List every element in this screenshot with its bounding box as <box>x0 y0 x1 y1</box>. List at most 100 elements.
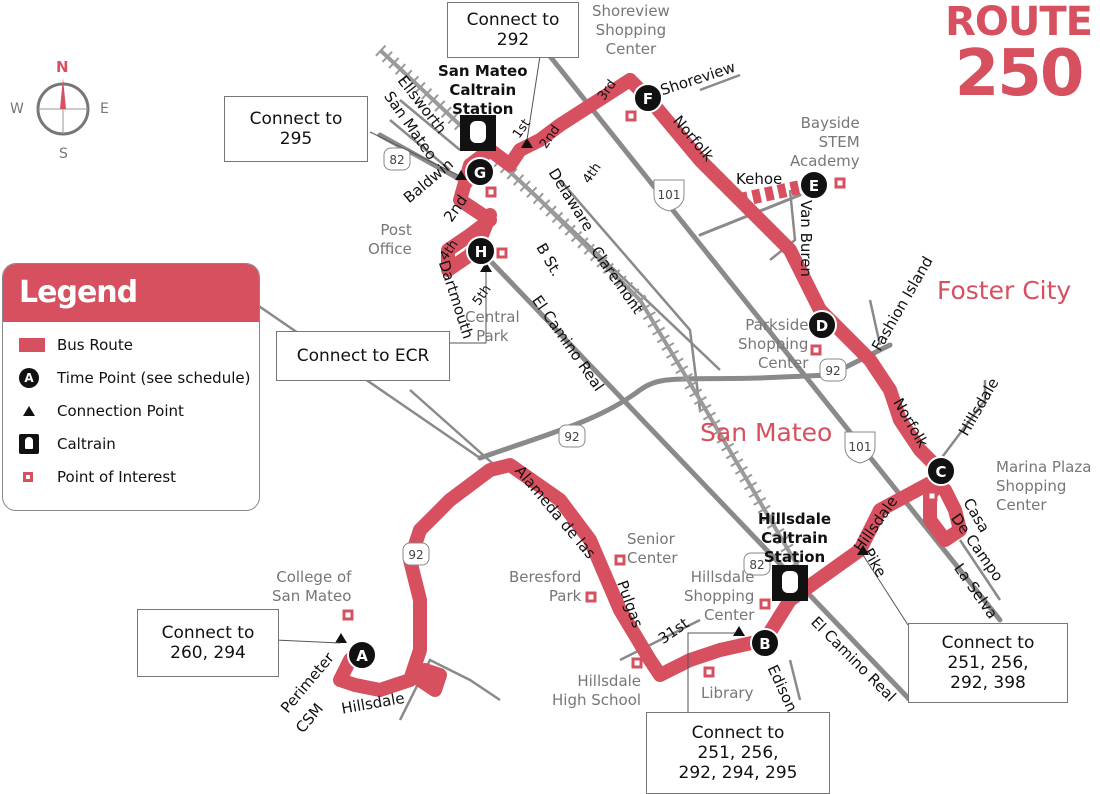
connection-points <box>335 138 869 643</box>
connect-routes: 260, 294 <box>170 643 246 663</box>
time-point-d: D <box>807 310 837 340</box>
poi-line: Post <box>380 221 412 239</box>
poi-line: Shoreview <box>592 2 670 20</box>
compass-east: E <box>100 101 109 117</box>
connection-point-icon <box>857 545 869 555</box>
poi-icon <box>485 186 497 198</box>
caltrain-icon <box>460 115 496 151</box>
poi-library: Library <box>701 684 753 703</box>
poi-icon <box>926 490 938 502</box>
time-point-g: G <box>465 157 495 187</box>
minor-roads <box>249 73 1002 721</box>
compass-south: S <box>59 146 68 162</box>
svg-text:G: G <box>474 164 486 182</box>
svg-text:101: 101 <box>849 440 872 454</box>
poi-line: Central <box>465 308 520 326</box>
legend-label: Bus Route <box>57 335 133 354</box>
poi-line: Shopping <box>595 21 667 39</box>
svg-text:B: B <box>759 635 770 653</box>
poi-icon <box>834 177 846 189</box>
legend-label: Caltrain <box>57 434 116 453</box>
time-point-icon: A <box>19 367 39 388</box>
highway-92-shield: 92 <box>558 424 586 448</box>
caltrain-icon <box>19 433 39 454</box>
poi-line: Library <box>701 684 754 702</box>
poi-line: STEM <box>818 133 860 151</box>
poi-line: Park <box>548 587 582 605</box>
highway-101-shield: 101 <box>844 431 876 464</box>
highway-82-north <box>377 132 473 188</box>
street-kehoe: Kehoe <box>736 170 783 188</box>
highway-82-shield: 82 <box>383 147 411 171</box>
poi-line: Hillsdale <box>577 672 642 690</box>
highway-92 <box>477 372 833 461</box>
station-line: Hillsdale <box>758 510 832 528</box>
highway-101 <box>542 47 1003 623</box>
poi-line: Office <box>368 240 412 258</box>
svg-text:82: 82 <box>389 153 404 167</box>
bus-route-swatch <box>19 337 45 352</box>
connect-routes: 292 <box>496 30 530 50</box>
legend-label: Point of Interest <box>57 467 177 486</box>
highway-101-shield: 101 <box>653 179 685 212</box>
connection-point-icon <box>521 138 533 148</box>
legend-heading: Legend <box>3 264 259 322</box>
time-point-f: F <box>633 83 663 113</box>
svg-text:D: D <box>816 317 828 335</box>
city-san-mateo: San Mateo <box>700 418 833 447</box>
legend-item-connection: Connection Point <box>3 394 259 427</box>
time-point-h: H <box>466 236 496 266</box>
poi-line: Shopping <box>996 477 1067 495</box>
poi-icon <box>342 609 354 621</box>
time-point-a: A <box>347 640 377 670</box>
points-of-interest <box>342 110 938 678</box>
poi-line: San Mateo <box>272 587 352 605</box>
legend-item-caltrain: Caltrain <box>3 427 259 460</box>
legend-label: Time Point (see schedule) <box>57 368 251 387</box>
connect-label: Connect to <box>249 109 343 129</box>
time-point-b: B <box>750 628 780 658</box>
poi-icon <box>625 110 637 122</box>
legend-item-time-point: A Time Point (see schedule) <box>3 361 259 394</box>
connect-routes: 292, 294, 295 <box>678 763 798 783</box>
svg-text:A: A <box>356 647 368 665</box>
poi-line: Shopping <box>684 587 755 605</box>
poi-line: Hillsdale <box>690 568 755 586</box>
poi-icon <box>759 598 771 610</box>
poi-line: Center <box>627 549 678 567</box>
compass-north: N <box>56 58 69 76</box>
connection-point-icon <box>455 170 467 180</box>
city-foster-city: Foster City <box>937 276 1072 305</box>
connect-label: Connect to <box>161 623 255 643</box>
svg-text:92: 92 <box>825 364 840 378</box>
el-camino-real <box>477 247 913 703</box>
poi-line: Bayside <box>800 114 860 132</box>
poi-line: Beresford <box>509 568 582 586</box>
poi-line: Academy <box>790 152 860 170</box>
connection-point-icon <box>335 633 347 643</box>
connect-label: Connect to <box>941 633 1035 653</box>
connect-routes: 251, 256, <box>947 653 1029 673</box>
legend-label: Connection Point <box>57 401 184 420</box>
compass-west: W <box>10 101 24 117</box>
station-line: Station <box>763 548 826 566</box>
legend-item-bus-route: Bus Route <box>3 328 259 361</box>
route-title: ROUTE 250 <box>945 0 1093 106</box>
connection-point-icon <box>23 405 35 416</box>
kehoe-dashed-route <box>738 179 807 207</box>
route-title-label: ROUTE <box>945 0 1093 45</box>
connect-label: Connect to ECR <box>296 346 430 366</box>
